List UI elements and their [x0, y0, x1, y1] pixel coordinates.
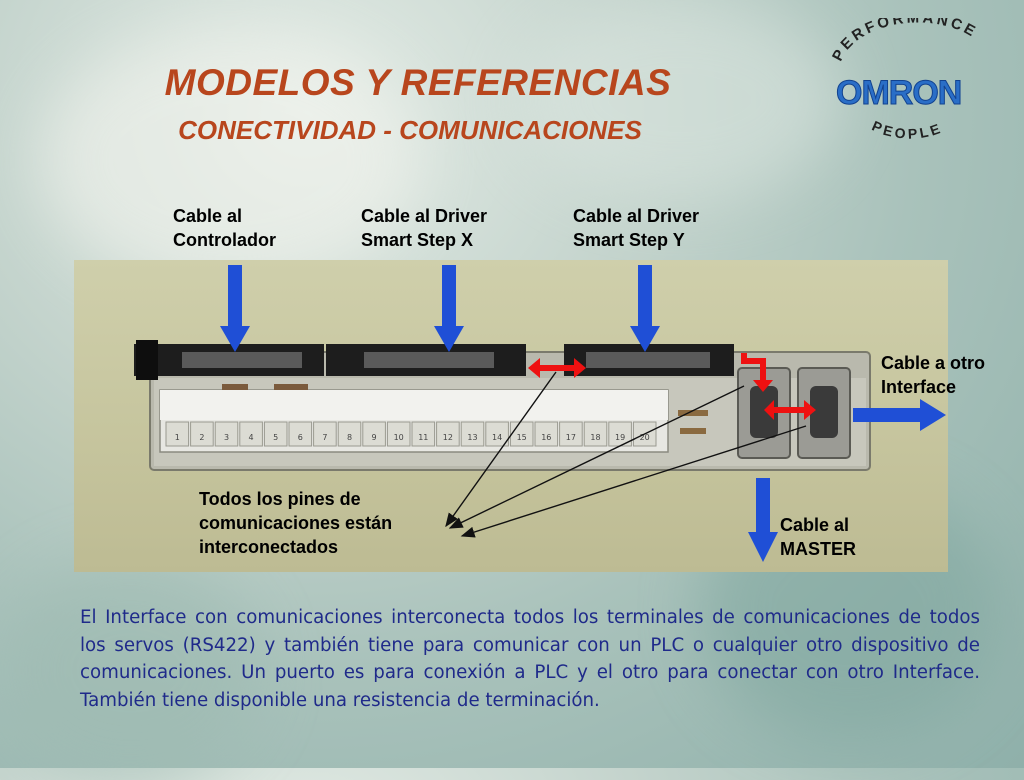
terminal-number: 6 — [298, 433, 303, 442]
terminal-number: 18 — [590, 433, 600, 442]
terminal-number: 10 — [394, 433, 404, 442]
terminal-number: 17 — [566, 433, 576, 442]
terminal-cell — [362, 421, 386, 447]
terminal-number: 14 — [492, 433, 502, 442]
ribbon-connector-driver-x — [326, 344, 526, 376]
label-cable-otro-interface: Cable a otro Interface — [881, 353, 986, 397]
terminal-number: 12 — [443, 433, 453, 442]
terminal-number: 3 — [224, 433, 229, 442]
logo-brand: OMRON — [836, 74, 961, 112]
terminal-number: 15 — [517, 433, 527, 442]
terminal-number: 16 — [541, 433, 551, 442]
label-pines-interconectados: Todos los pines de comunicaciones están … — [199, 489, 393, 557]
terminal-cell — [288, 421, 313, 447]
ribbon-connector-controlador — [134, 340, 324, 380]
label-cable-master: Cable al MASTER — [780, 515, 856, 559]
terminal-cell — [239, 421, 263, 447]
db9-connector-plc — [737, 367, 791, 459]
terminal-number: 4 — [249, 433, 254, 442]
terminal-number: 7 — [322, 433, 327, 442]
terminal-number: 13 — [467, 433, 477, 442]
terminal-cell — [165, 421, 190, 447]
background-blob — [0, 560, 260, 780]
terminal-cell — [411, 421, 436, 447]
db9-connector-interface — [797, 367, 851, 459]
logo-top-arc: PERFORMANCE — [829, 18, 980, 64]
terminal-number: 8 — [347, 433, 352, 442]
terminal-cell — [190, 421, 214, 447]
terminal-number: 1 — [175, 433, 180, 442]
terminal-cell — [313, 421, 337, 447]
terminal-cell — [386, 421, 411, 447]
terminal-cell — [337, 421, 362, 447]
logo-bottom-arc: PEOPLE — [870, 118, 945, 142]
terminal-number: 2 — [199, 433, 204, 442]
label-cable-driver-x: Cable al Driver Smart Step X — [361, 206, 488, 250]
background-blob — [520, 0, 840, 200]
terminal-number: 19 — [615, 433, 625, 442]
terminal-cell — [263, 421, 288, 447]
label-cable-driver-y: Cable al Driver Smart Step Y — [573, 206, 700, 250]
terminal-number: 5 — [273, 433, 278, 442]
terminal-number: 9 — [372, 433, 377, 442]
page-title: MODELOS Y REFERENCIAS — [164, 62, 672, 103]
ribbon-connector-driver-y — [564, 344, 734, 376]
label-cable-controlador: Cable al Controlador — [173, 206, 276, 250]
terminal-number: 20 — [640, 433, 650, 442]
omron-logo: PERFORMANCE OMRON PEOPLE — [829, 18, 980, 142]
terminal-number: 11 — [418, 433, 428, 442]
page-subtitle: CONECTIVIDAD - COMUNICACIONES — [178, 115, 642, 145]
background-blob — [40, 30, 420, 290]
terminal-cell — [214, 421, 239, 447]
description-paragraph: El Interface con comunicaciones intercon… — [80, 607, 980, 711]
